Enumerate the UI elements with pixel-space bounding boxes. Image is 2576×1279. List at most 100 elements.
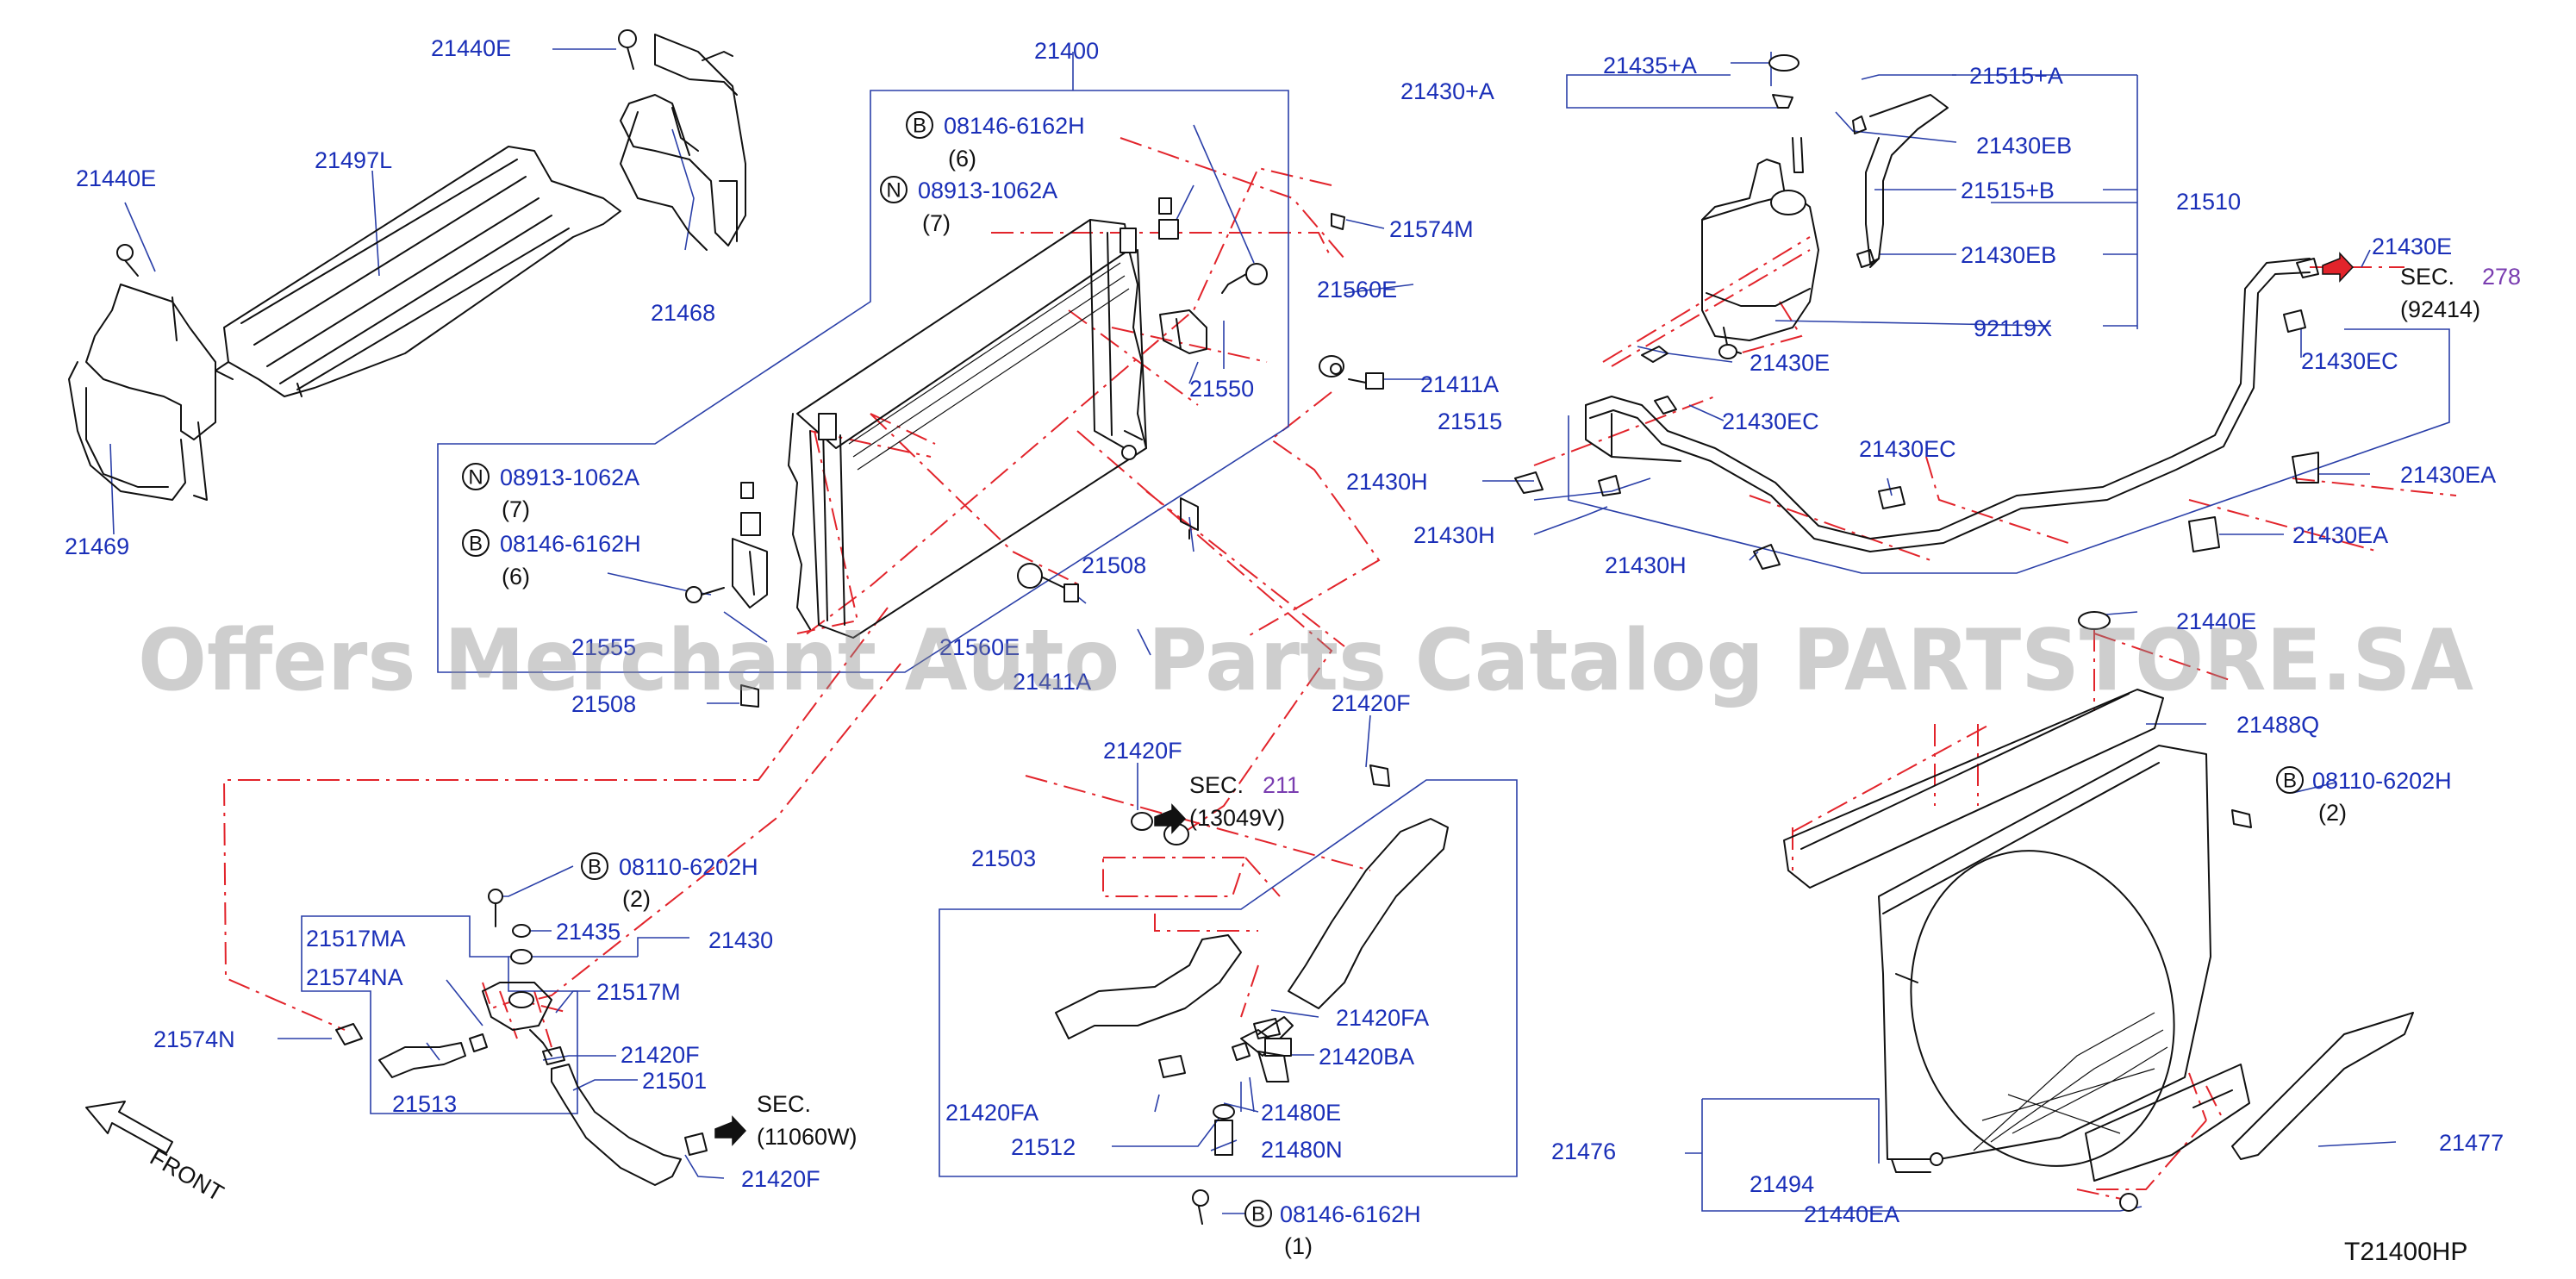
label-21477: 21477	[2439, 1130, 2504, 1156]
svg-text:B: B	[588, 856, 602, 879]
label-21435-A: 21435+A	[1603, 53, 1697, 78]
part-21515-overflow-hose	[1514, 258, 2319, 570]
label-qty: (2)	[2318, 800, 2347, 826]
label-sec-ref: (92414)	[2400, 296, 2480, 322]
label-21550: 21550	[1189, 376, 1254, 402]
part-21400-radiator	[788, 219, 1147, 639]
label-qty: (6)	[948, 146, 976, 172]
label-21512: 21512	[1011, 1134, 1076, 1160]
label-qty: (1)	[1284, 1233, 1313, 1259]
label-21480E: 21480E	[1261, 1100, 1341, 1126]
label-21501: 21501	[642, 1068, 707, 1094]
label-21476: 21476	[1551, 1139, 1616, 1164]
label-21574M: 21574M	[1389, 216, 1474, 242]
label-21513: 21513	[392, 1091, 457, 1117]
label-21420F: 21420F	[1332, 690, 1411, 716]
part-21468-air-guide	[618, 29, 746, 251]
section-arrows	[714, 252, 2355, 1146]
label-21555: 21555	[571, 634, 636, 660]
label-21430EA: 21430EA	[2292, 522, 2388, 548]
part-21430-water-outlet	[335, 889, 708, 1186]
label-21420FA: 21420FA	[945, 1100, 1039, 1126]
part-21476-fan-shroud	[1783, 611, 2414, 1212]
label-sec: SEC.	[2400, 264, 2454, 290]
label-21400: 21400	[1034, 38, 1099, 64]
badge-n2: N	[462, 463, 490, 490]
label-sec: SEC.	[1189, 772, 1244, 798]
label-21560E: 21560E	[939, 634, 1020, 660]
label-21508: 21508	[571, 691, 636, 717]
label-21430H: 21430H	[1605, 552, 1687, 578]
part-number-labels: 21440E 21440E 21497L 21468 21469 21400 0…	[65, 35, 2521, 1266]
svg-text:B: B	[1251, 1203, 1265, 1226]
label-21440E: 21440E	[431, 35, 511, 61]
label-21494: 21494	[1750, 1171, 1814, 1197]
badge-n1: N	[880, 176, 908, 203]
label-21510: 21510	[2176, 189, 2241, 215]
label-21411A: 21411A	[1420, 371, 1499, 397]
label-21574NA: 21574NA	[306, 964, 403, 990]
label-21517MA: 21517MA	[306, 926, 406, 951]
part-21469-side-seal	[68, 244, 216, 501]
label-08146-6162H: 08146-6162H	[500, 531, 641, 557]
label-qty: (7)	[922, 210, 951, 236]
label-21435: 21435	[556, 919, 621, 945]
label-08913-1062A: 08913-1062A	[500, 465, 639, 490]
label-21430EB: 21430EB	[1976, 133, 2072, 159]
label-21503: 21503	[971, 845, 1036, 871]
label-sec: SEC.	[757, 1091, 811, 1117]
label-21430EC: 21430EC	[2301, 348, 2398, 374]
radiator-hardware	[685, 197, 1384, 708]
label-sec-number: 211	[1263, 772, 1300, 798]
label-08110-6202H: 08110-6202H	[619, 854, 758, 880]
label-21430: 21430	[708, 927, 773, 953]
label-sec-ref: (13049V)	[1189, 805, 1285, 831]
svg-text:B: B	[469, 533, 483, 556]
label-21517M: 21517M	[596, 979, 681, 1005]
svg-text:B: B	[913, 115, 926, 138]
label-21488Q: 21488Q	[2236, 712, 2319, 738]
label-21515: 21515	[1438, 409, 1502, 434]
label-21430EB: 21430EB	[1961, 242, 2056, 268]
label-21420F: 21420F	[1103, 738, 1182, 764]
label-08913-1062A: 08913-1062A	[918, 178, 1057, 203]
label-08146-6162H: 08146-6162H	[1280, 1201, 1421, 1227]
label-21411A: 21411A	[1013, 669, 1091, 695]
label-21440E: 21440E	[2176, 608, 2256, 634]
badge-b1: B	[906, 111, 933, 139]
label-21430EC: 21430EC	[1859, 436, 1956, 462]
label-21430E: 21430E	[2372, 234, 2452, 259]
front-direction-indicator	[85, 1101, 173, 1154]
svg-text:N: N	[468, 466, 483, 490]
label-21430H: 21430H	[1413, 522, 1495, 548]
badge-b5: B	[581, 852, 608, 880]
label-21468: 21468	[651, 300, 715, 326]
label-21560E: 21560E	[1317, 277, 1397, 303]
label-21430E: 21430E	[1750, 350, 1830, 376]
label-21497L: 21497L	[315, 147, 392, 173]
label-21440E: 21440E	[76, 165, 156, 191]
label-21420F: 21420F	[621, 1042, 700, 1068]
badge-b3: B	[2276, 766, 2304, 794]
label-sec-number: 278	[2482, 264, 2521, 290]
label-21480N: 21480N	[1261, 1137, 1343, 1163]
leader-lines	[109, 48, 2397, 1214]
watermark-text: Offers Merchant Auto Parts Catalog PARTS…	[138, 612, 2473, 710]
part-21510-reservoir	[1641, 54, 1949, 363]
label-21508: 21508	[1082, 552, 1146, 578]
callout-frames	[301, 75, 2450, 1212]
label-qty: (6)	[502, 564, 530, 590]
label-21420FA: 21420FA	[1336, 1005, 1429, 1031]
label-sec-ref: (11060W)	[757, 1124, 858, 1150]
label-21430EA: 21430EA	[2400, 462, 2496, 488]
part-21497l-seal	[215, 146, 621, 397]
label-21430H: 21430H	[1346, 469, 1428, 495]
label-21469: 21469	[65, 533, 129, 559]
diagram-code: T21400HP	[2344, 1238, 2467, 1266]
label-21430EC: 21430EC	[1722, 409, 1819, 434]
label-21515-A: 21515+A	[1969, 63, 2063, 89]
front-label: FRONT	[146, 1144, 228, 1206]
label-92119X: 92119X	[1974, 315, 2052, 341]
